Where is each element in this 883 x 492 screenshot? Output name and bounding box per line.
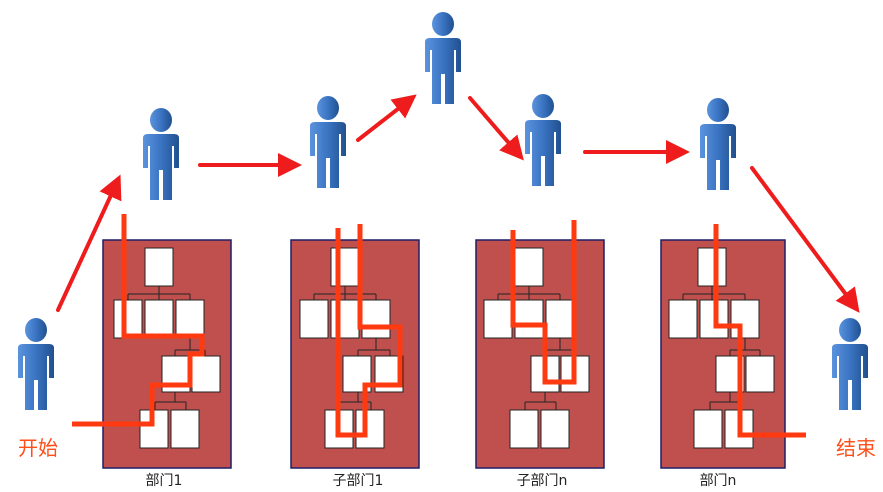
org-box-icon [514, 299, 544, 339]
org-box-icon [330, 299, 360, 339]
department-panel [72, 214, 232, 469]
person-icon [700, 98, 736, 190]
org-box-icon [745, 355, 775, 393]
arrow-deptn-to-end [750, 166, 860, 313]
org-box-icon [299, 299, 329, 339]
org-box-icon [144, 299, 174, 339]
department-panel [475, 220, 605, 469]
org-box-icon [697, 247, 727, 287]
approval-path [510, 220, 577, 385]
org-box-icon [668, 299, 698, 339]
org-box-icon [509, 409, 539, 449]
org-box-icon [540, 409, 570, 449]
start-label: 开始 [18, 436, 58, 460]
end-label: 结束 [836, 436, 876, 460]
person-icon [425, 12, 461, 104]
arrow-top-to-subdeptn [468, 96, 524, 161]
department-panel [290, 224, 420, 469]
org-box-icon [483, 299, 513, 339]
org-chart [113, 247, 221, 449]
department-label: 部门1 [146, 473, 183, 489]
person-icon [18, 318, 54, 410]
org-box-icon [730, 299, 760, 339]
org-box-icon [361, 299, 391, 339]
approval-path [335, 224, 403, 438]
department-label: 子部门1 [333, 473, 384, 489]
person-icon [832, 318, 868, 410]
org-box-icon [545, 299, 575, 339]
org-box-icon [113, 299, 143, 339]
org-box-icon [191, 355, 221, 393]
org-box-icon [170, 409, 200, 449]
org-box-icon [693, 409, 723, 449]
flow-arrows [56, 94, 860, 313]
person-icon [143, 108, 179, 200]
department-label: 子部门n [517, 473, 568, 489]
arrow-start-to-dept1 [56, 174, 122, 312]
approval-path [72, 214, 205, 427]
org-box-icon [355, 409, 385, 449]
arrow-subdept1-to-top [356, 94, 417, 142]
org-box-icon [144, 247, 174, 287]
org-chart [299, 247, 404, 449]
org-box-icon [330, 247, 360, 287]
person-icon [310, 96, 346, 188]
org-box-icon [514, 247, 544, 287]
department-label: 部门n [700, 473, 737, 489]
approval-path [713, 224, 806, 438]
department-panel [660, 224, 806, 469]
org-box-icon [175, 299, 205, 339]
person-icon [525, 94, 561, 186]
